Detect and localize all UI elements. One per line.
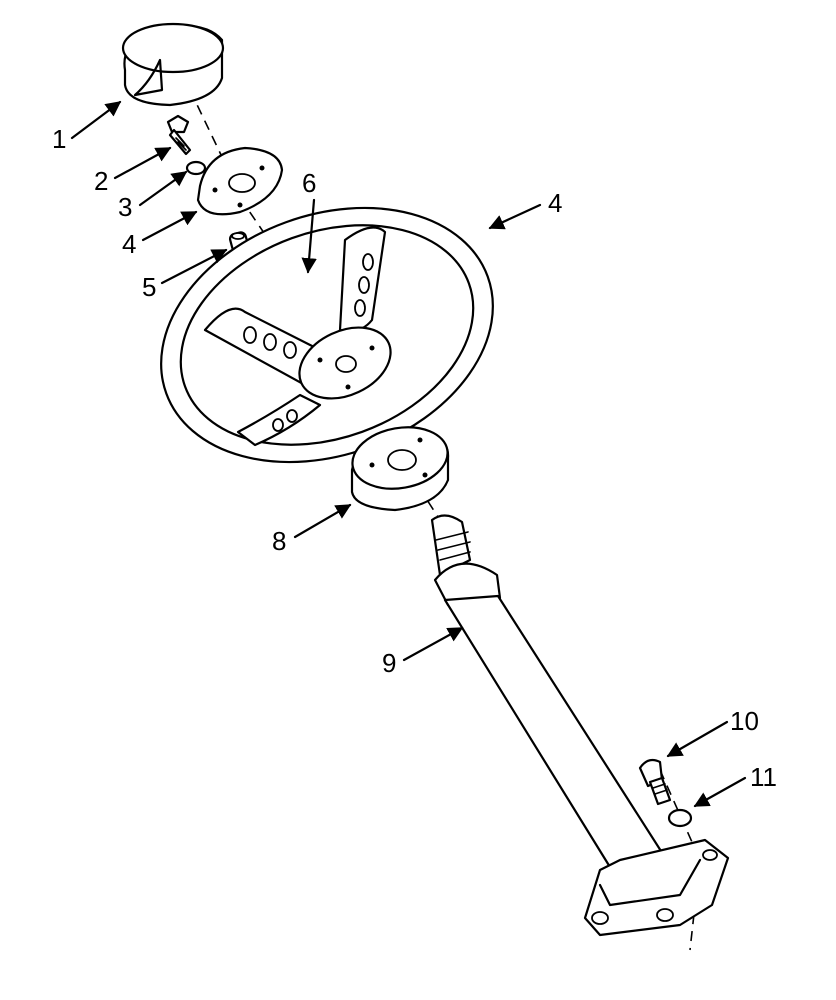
callout-4b: 4 bbox=[548, 188, 562, 218]
callout-6: 6 bbox=[302, 168, 316, 198]
steering-wheel-part bbox=[160, 206, 494, 464]
callout-4a: 4 bbox=[122, 229, 136, 259]
leader-line-1 bbox=[70, 100, 122, 140]
leader-line-3 bbox=[138, 170, 188, 207]
callout-3: 3 bbox=[118, 192, 132, 222]
mounting-plate-part bbox=[583, 838, 730, 937]
leader-line-4a bbox=[141, 210, 198, 242]
bolt-axis-line bbox=[659, 769, 701, 951]
cover-plate-part bbox=[196, 146, 284, 216]
callout-9: 9 bbox=[382, 648, 396, 678]
leader-line-11 bbox=[693, 776, 747, 808]
callout-1: 1 bbox=[52, 124, 66, 154]
leader-line-9 bbox=[402, 626, 464, 662]
horn-cap-emblem-icon bbox=[133, 58, 164, 97]
hub-part bbox=[350, 426, 450, 512]
leader-line-8 bbox=[293, 503, 352, 539]
callout-2: 2 bbox=[94, 166, 108, 196]
callout-5: 5 bbox=[142, 272, 156, 302]
washer-part bbox=[185, 160, 207, 176]
leader-line-5 bbox=[160, 248, 228, 285]
leader-line-6 bbox=[301, 198, 317, 274]
leader-line-10 bbox=[666, 720, 729, 758]
lock-washer-part bbox=[667, 808, 693, 828]
leader-line-4b bbox=[488, 203, 542, 230]
callout-8: 8 bbox=[272, 526, 286, 556]
horn-cap-part bbox=[121, 22, 225, 107]
callout-10: 10 bbox=[730, 706, 759, 736]
screw-part bbox=[166, 114, 192, 156]
leader-line-2 bbox=[113, 146, 172, 180]
mounting-bolt-part bbox=[638, 758, 672, 806]
spoke-left bbox=[203, 307, 322, 387]
steering-column-part bbox=[430, 514, 674, 893]
callout-11: 11 bbox=[750, 762, 777, 792]
